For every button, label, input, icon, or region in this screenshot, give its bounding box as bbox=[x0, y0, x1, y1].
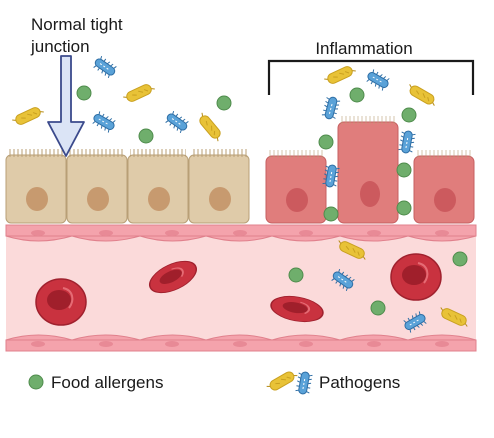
inflamed-cell bbox=[413, 150, 475, 224]
normal-junction-label-line2: junction bbox=[30, 37, 90, 56]
inflamed-cell bbox=[337, 116, 399, 224]
inflamed-epithelium bbox=[265, 116, 475, 224]
pathogen-icon bbox=[10, 104, 46, 128]
normal-cell bbox=[127, 149, 189, 224]
allergen-icon bbox=[401, 107, 417, 123]
tight-junction-arrow bbox=[47, 55, 85, 157]
allergen-icon bbox=[452, 251, 468, 267]
allergen-icon bbox=[370, 300, 386, 316]
allergen-icon bbox=[349, 87, 365, 103]
normal-cell bbox=[5, 149, 67, 224]
normal-epithelium bbox=[5, 149, 250, 224]
legend: Food allergens Pathogens bbox=[28, 368, 400, 396]
allergen-icon bbox=[216, 95, 232, 111]
translocated-allergens bbox=[288, 251, 468, 316]
normal-junction-label-line1: Normal tight bbox=[31, 15, 123, 34]
allergen-icon bbox=[323, 206, 339, 222]
pathogen-icon bbox=[91, 54, 119, 80]
endothelium-top bbox=[5, 224, 477, 242]
food-allergens-legend-label: Food allergens bbox=[51, 373, 163, 392]
food-allergen-legend-icon bbox=[28, 374, 44, 390]
red-blood-cell bbox=[35, 278, 87, 326]
luminal-allergens bbox=[76, 85, 417, 222]
allergen-icon bbox=[396, 200, 412, 216]
pathogen-icon bbox=[90, 109, 118, 135]
normal-cell bbox=[188, 149, 250, 224]
pathogens-legend-label: Pathogens bbox=[319, 373, 400, 392]
allergen-icon bbox=[288, 267, 304, 283]
inflamed-cell bbox=[265, 150, 327, 224]
normal-cell bbox=[66, 149, 128, 224]
red-blood-cell bbox=[390, 253, 442, 301]
pathogen-icon bbox=[405, 82, 439, 108]
pathogen-icon bbox=[364, 67, 392, 93]
pathogen-icon bbox=[322, 63, 358, 87]
allergen-icon bbox=[138, 128, 154, 144]
pathogen-icon bbox=[163, 109, 191, 135]
allergen-icon bbox=[396, 162, 412, 178]
pathogen-icon bbox=[121, 81, 157, 105]
pathogen-icon bbox=[320, 95, 342, 121]
allergen-icon bbox=[76, 85, 92, 101]
pathogen-legend-icon bbox=[265, 368, 314, 396]
inflammation-bracket bbox=[267, 59, 475, 95]
endothelium-bottom bbox=[5, 334, 477, 352]
pathogen-icon bbox=[397, 129, 417, 155]
pathogen-icon bbox=[195, 111, 225, 143]
inflammation-label: Inflammation bbox=[315, 39, 412, 58]
allergen-icon bbox=[318, 134, 334, 150]
